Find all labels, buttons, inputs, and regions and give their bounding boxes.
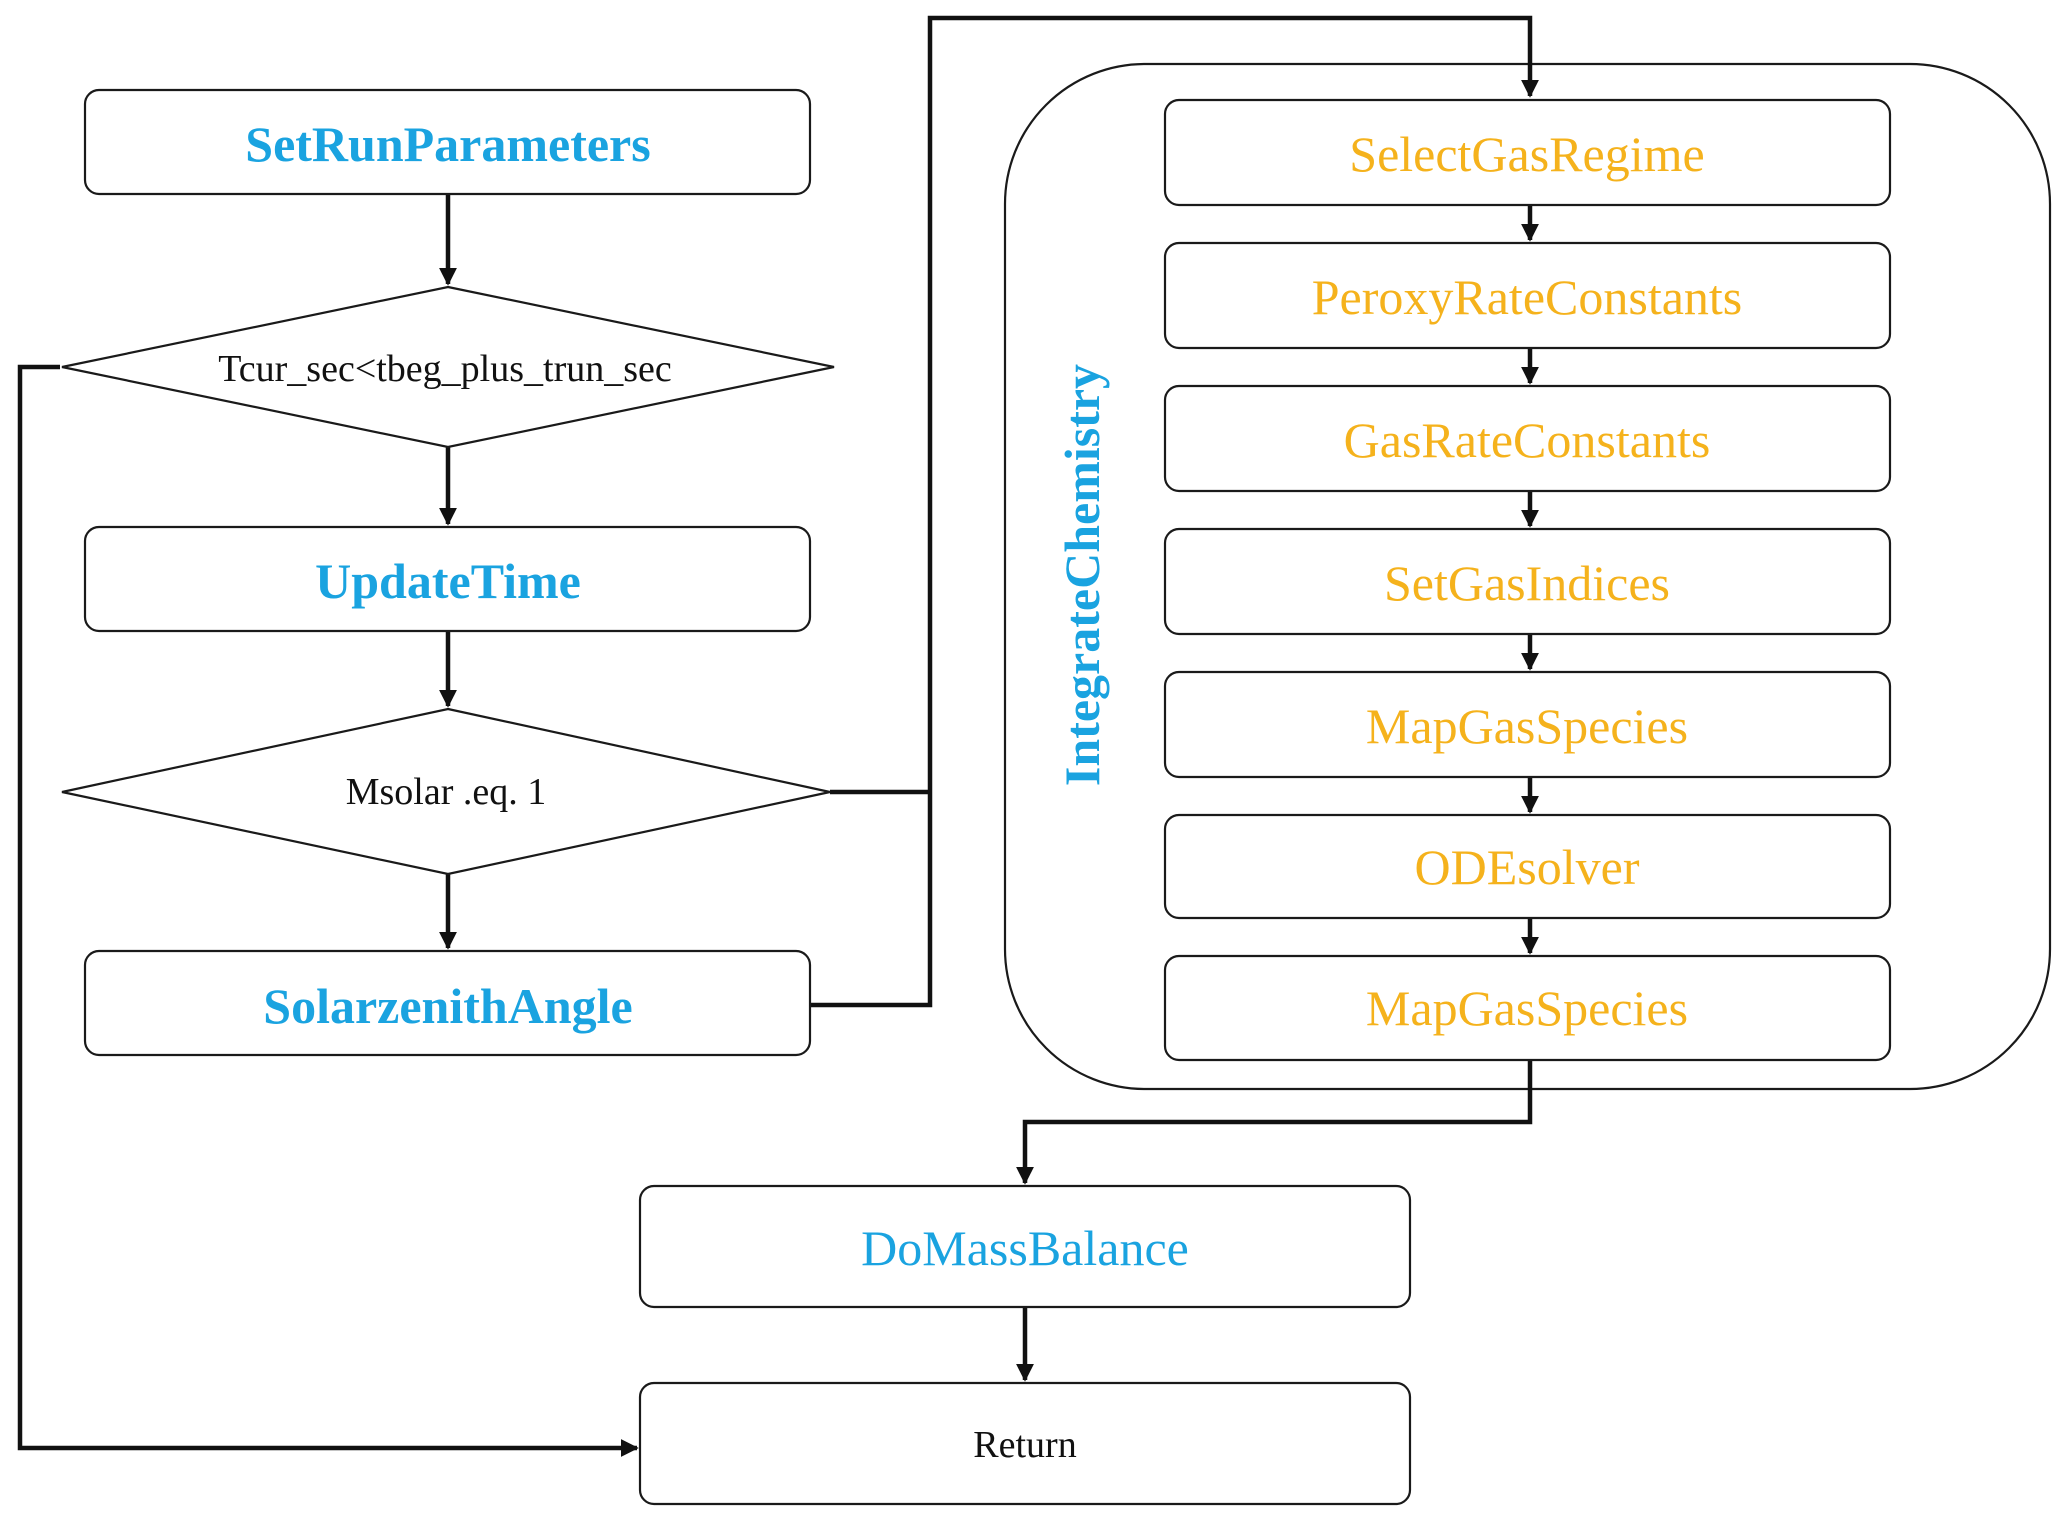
- chemistry-step-label: SelectGasRegime: [1349, 126, 1704, 182]
- connector-loop-exit-to-return: [17, 364, 639, 1457]
- do-mass-balance-node: DoMassBalance: [638, 1184, 1412, 1309]
- chemistry-step-label: MapGasSpecies: [1366, 698, 1688, 754]
- chemistry-step-label: SetGasIndices: [1384, 555, 1670, 611]
- chemistry-step-label: ODEsolver: [1415, 839, 1640, 895]
- solar-condition-decision: Msolar .eq. 1: [61, 707, 831, 876]
- chemistry-step-label: GasRateConstants: [1344, 412, 1711, 468]
- solar-condition-label: Msolar .eq. 1: [346, 771, 547, 813]
- loop-condition-decision: Tcur_sec<tbeg_plus_trun_sec: [61, 285, 835, 449]
- connectors: [17, 15, 1539, 1457]
- solar-zenith-angle-node: SolarzenithAngle: [83, 949, 812, 1057]
- chemistry-step: PeroxyRateConstants: [1163, 241, 1892, 350]
- update-time-node: UpdateTime: [83, 525, 812, 633]
- return-label: Return: [973, 1424, 1076, 1466]
- chemistry-step-label: MapGasSpecies: [1366, 980, 1688, 1036]
- connector-chemistry-to-massbalance: [1016, 1060, 1533, 1185]
- chemistry-step: ODEsolver: [1163, 813, 1892, 920]
- connector-zenith-to-chemistry: [810, 15, 1539, 1008]
- chemistry-step: SelectGasRegime: [1163, 98, 1892, 207]
- set-run-parameters-node: SetRunParameters: [83, 88, 812, 196]
- integrate-chemistry-title: IntegrateChemistry: [1054, 364, 1110, 786]
- return-node: Return: [638, 1381, 1412, 1506]
- update-time-label: UpdateTime: [315, 553, 581, 609]
- solar-zenith-angle-label: SolarzenithAngle: [263, 978, 632, 1034]
- chemistry-step: SetGasIndices: [1163, 527, 1892, 636]
- chemistry-step: MapGasSpecies: [1163, 670, 1892, 779]
- loop-condition-label: Tcur_sec<tbeg_plus_trun_sec: [218, 348, 672, 390]
- chemistry-step: MapGasSpecies: [1163, 954, 1892, 1062]
- chemistry-step: GasRateConstants: [1163, 384, 1892, 493]
- set-run-parameters-label: SetRunParameters: [245, 116, 650, 172]
- do-mass-balance-label: DoMassBalance: [861, 1220, 1189, 1276]
- chemistry-step-label: PeroxyRateConstants: [1312, 269, 1743, 325]
